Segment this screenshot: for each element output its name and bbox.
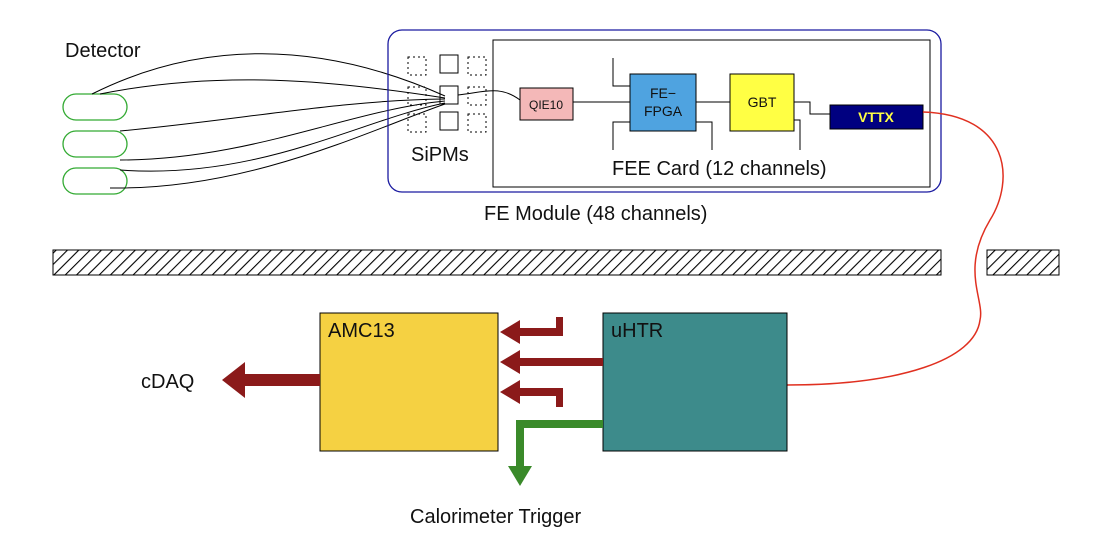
sipm-to-qie-wire — [457, 90, 521, 101]
sipms-label: SiPMs — [411, 144, 469, 166]
detector-label: Detector — [65, 40, 141, 62]
fpga-label-line1: FE− — [650, 85, 676, 101]
amc13-board — [319, 312, 499, 452]
daq-input-arrows — [500, 317, 603, 407]
detector-tiles — [62, 93, 128, 195]
vttx-label: VTTX — [858, 109, 894, 125]
trigger-arrow — [508, 420, 603, 486]
fe-module-box — [387, 29, 942, 193]
detector-fibers — [91, 53, 446, 189]
gbt-label: GBT — [748, 94, 777, 110]
amc13-label: AMC13 — [328, 320, 395, 342]
detector-tile — [62, 93, 128, 121]
detector-tile — [62, 130, 128, 158]
fpga-io-lines — [612, 58, 713, 150]
fee-card-label: FEE Card (12 channels) — [612, 158, 827, 180]
qie10-chip — [519, 87, 574, 121]
cdaq-arrow — [222, 362, 320, 398]
optical-fiber — [786, 111, 1004, 386]
detector-tile — [62, 167, 128, 195]
shielding-wall — [52, 249, 942, 276]
shielding-wall-segment — [986, 249, 1060, 276]
fee-card-box — [492, 39, 931, 188]
sipm-grid — [407, 54, 487, 133]
trigger-label: Calorimeter Trigger — [410, 506, 582, 528]
qie10-label: QIE10 — [529, 98, 563, 112]
gbt-to-vttx-wires — [794, 101, 830, 150]
cdaq-label: cDAQ — [141, 371, 194, 393]
uhtr-label: uHTR — [611, 320, 663, 342]
fe-module-label: FE Module (48 channels) — [484, 203, 707, 225]
fpga-label-line2: FPGA — [644, 103, 683, 119]
uhtr-board — [602, 312, 788, 452]
vttx-transmitter — [829, 104, 924, 130]
